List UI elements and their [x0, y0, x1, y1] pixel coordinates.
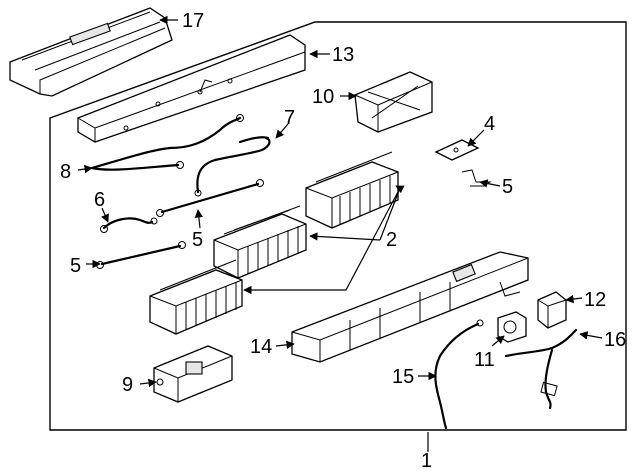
part-14-tray: [291, 251, 529, 363]
part-6-short-cable: [100, 217, 158, 233]
callout-labels: 17 13 10 4 5 7 8 6 5 5 2 9 14 15 11 12 1…: [60, 10, 626, 471]
part-15-cable: [434, 319, 484, 430]
part-9-junction-box: [153, 345, 233, 403]
part-17-top-cover: [9, 7, 173, 97]
assembly-frame: [49, 21, 627, 431]
callout-6: 6: [94, 189, 105, 211]
part-2-battery-module-middle: [213, 205, 307, 279]
part-2-battery-module-lower: [149, 259, 243, 335]
callout-3: 4: [484, 113, 495, 135]
callout-5-lower: 5: [70, 255, 81, 277]
callout-1: 1: [421, 450, 432, 471]
callout-15: 15: [392, 366, 414, 388]
part-12-blower: [537, 291, 567, 329]
callout-5-upper: 5: [192, 229, 203, 251]
part-5-lower-cable: [96, 241, 186, 269]
callout-13: 13: [332, 44, 354, 66]
leader-lines: [77, 15, 603, 452]
callout-2: 2: [386, 229, 397, 251]
part-10-bracket: [354, 71, 433, 133]
callout-8: 8: [60, 161, 71, 183]
callout-10: 10: [312, 86, 334, 108]
part-8-harness: [90, 114, 244, 171]
part-7-cable: [194, 136, 271, 197]
part-13-upper-housing: [77, 34, 306, 143]
callout-7: 7: [284, 107, 295, 129]
callout-12: 12: [584, 289, 606, 311]
callout-16: 16: [604, 329, 626, 351]
callout-11: 11: [474, 349, 495, 371]
callout-14: 14: [250, 336, 272, 358]
callout-4: 5: [502, 176, 513, 198]
part-16-harness: [504, 328, 578, 410]
callout-9: 9: [122, 374, 133, 396]
callout-17: 17: [182, 10, 204, 32]
part-2-battery-module-upper: [305, 151, 399, 229]
part-5-upper-cable: [156, 179, 264, 217]
